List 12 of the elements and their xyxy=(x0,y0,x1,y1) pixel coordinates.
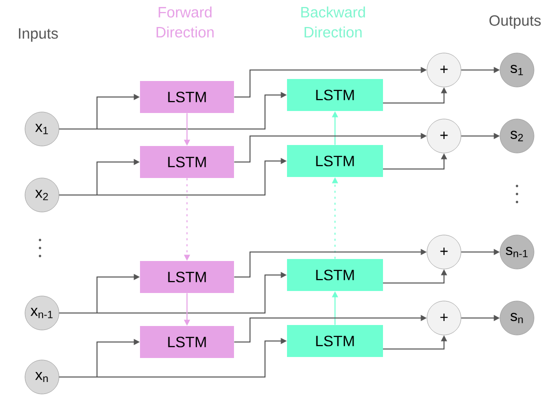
column-heading: Inputs xyxy=(18,28,58,42)
lstm-box: LSTM xyxy=(287,145,383,177)
lstm-box: LSTM xyxy=(140,146,234,178)
lstm-box: LSTM xyxy=(140,326,234,358)
lstm-box: LSTM xyxy=(287,259,383,291)
direction-heading: Backward Direction xyxy=(301,6,365,38)
lstm-box: LSTM xyxy=(140,81,234,113)
lstm-box: LSTM xyxy=(287,79,383,111)
lstm-box: LSTM xyxy=(287,325,383,357)
lstm-box: LSTM xyxy=(140,261,234,293)
column-heading: Outputs xyxy=(489,15,541,29)
direction-heading: Forward Direction xyxy=(156,6,214,38)
